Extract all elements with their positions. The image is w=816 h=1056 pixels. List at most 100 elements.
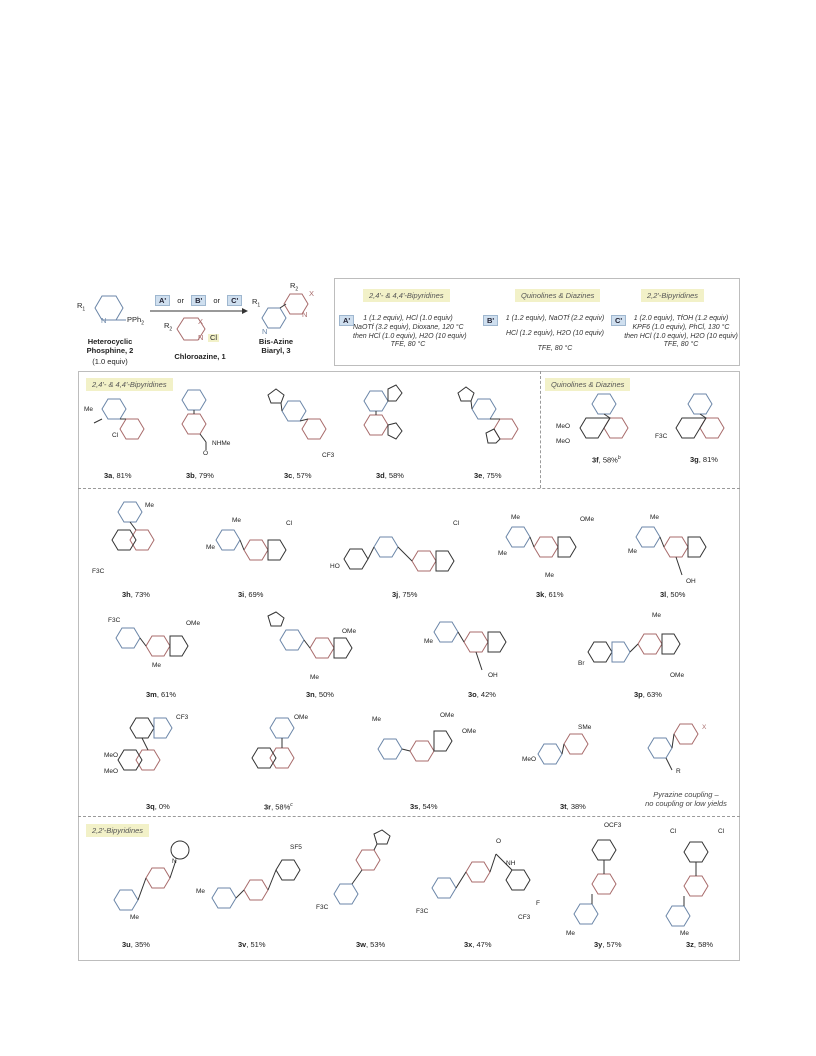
3x-f3c: F3C	[416, 908, 429, 915]
3p-ome: OMe	[670, 672, 685, 679]
structure-3d	[363, 384, 403, 440]
label-3s: 3s, 54%	[410, 802, 438, 811]
divider-vertical	[540, 371, 541, 488]
3f-meo2: MeO	[556, 438, 571, 445]
label-3w: 3w, 53%	[356, 940, 386, 949]
label-3j: 3j, 75%	[392, 590, 418, 599]
section-tag-22-bipyridines: 2,2'-Bipyridines	[86, 824, 150, 837]
structure-3i	[215, 529, 287, 561]
3i-cl: Cl	[286, 520, 293, 527]
cond-key-c: C'	[227, 295, 243, 306]
chloroazine-name: Chloroazine, 1	[174, 352, 226, 361]
chloroazine-x: X	[198, 317, 204, 326]
3a-me: Me	[84, 406, 94, 413]
chloroazine-n: N	[198, 333, 204, 342]
structure-3o	[433, 621, 507, 671]
phosphine-pph2: PPh2	[127, 315, 144, 327]
3q-meo2: MeO	[104, 768, 119, 775]
label-3g: 3g, 81%	[690, 455, 718, 464]
3m-ome: OMe	[186, 620, 201, 627]
cond-a-tag: 2,4'- & 4,4'-Bipyridines	[363, 289, 450, 302]
structure-3p	[587, 633, 681, 663]
3h-f3c: F3C	[92, 568, 105, 575]
structure-3e	[457, 386, 519, 444]
3x-o: O	[496, 838, 502, 845]
label-3v: 3v, 51%	[238, 940, 266, 949]
section-tag-quinolines: Quinolines & Diazines	[545, 378, 631, 391]
phosphine-structure	[94, 295, 126, 321]
product-n2: N	[302, 310, 308, 319]
3x-nh: NH	[506, 860, 516, 867]
3n-ome: OMe	[342, 628, 357, 635]
chloroazine-structure	[176, 317, 206, 341]
3l-me2: Me	[628, 548, 638, 555]
3z-cl1: Cl	[670, 828, 677, 835]
structure-3y	[573, 839, 617, 925]
3k-me3: Me	[545, 572, 555, 579]
structure-3n	[267, 611, 353, 659]
cond-key-a: A'	[155, 295, 171, 306]
product-r2: R2	[290, 281, 299, 293]
structure-3x	[431, 853, 531, 899]
label-3l: 3l, 50%	[660, 590, 686, 599]
3h-me: Me	[145, 502, 155, 509]
3f-meo1: MeO	[556, 423, 571, 430]
structure-3g	[675, 393, 725, 439]
structure-3s	[377, 730, 453, 762]
3t-sme: SMe	[578, 724, 592, 731]
label-3c: 3c, 57%	[284, 471, 312, 480]
3l-me1: Me	[650, 514, 660, 521]
3k-me1: Me	[511, 514, 521, 521]
structure-3z	[665, 841, 709, 927]
phosphine-equiv: (1.0 equiv)	[92, 357, 128, 366]
label-3f: 3f, 58%b	[592, 455, 621, 465]
section-tag-24-bipyridines: 2,4'- & 4,4'-Bipyridines	[86, 378, 173, 391]
label-3m: 3m, 61%	[146, 690, 177, 699]
label-3o: 3o, 42%	[468, 690, 496, 699]
3i-me2: Me	[206, 544, 216, 551]
phosphine-n: N	[101, 316, 107, 325]
3v-sf5: SF5	[290, 844, 302, 851]
3i-me1: Me	[232, 517, 242, 524]
label-3u: 3u, 35%	[122, 940, 150, 949]
3q-meo1: MeO	[104, 752, 119, 759]
label-3b: 3b, 79%	[186, 471, 214, 480]
structure-3f	[579, 393, 629, 439]
phosphine-r1: R1	[77, 301, 86, 313]
3b-o: O	[203, 450, 209, 457]
3k-ome: OMe	[580, 516, 595, 523]
3q-cf3: CF3	[176, 714, 189, 721]
structure-3w	[333, 829, 391, 905]
label-3t: 3t, 38%	[560, 802, 586, 811]
3s-et: Me	[372, 716, 382, 723]
3v-me: Me	[196, 888, 206, 895]
3p-me: Me	[652, 612, 662, 619]
structure-3v	[211, 859, 301, 909]
divider-row2	[78, 816, 740, 817]
structure-3h	[111, 501, 155, 551]
product-n1: N	[262, 327, 268, 336]
3u-n: N	[172, 858, 177, 865]
cond-c-key: C'	[611, 315, 627, 326]
3n-me: Me	[310, 674, 320, 681]
3t-meo: MeO	[522, 756, 537, 763]
structure-3b	[181, 389, 207, 450]
label-3y: 3y, 57%	[594, 940, 622, 949]
structure-3k	[505, 526, 577, 558]
3x-f: F	[536, 900, 540, 907]
3y-ocf3: OCF3	[604, 822, 622, 829]
3o-oh: OH	[488, 672, 498, 679]
structure-3q	[117, 717, 173, 771]
label-3a: 3a, 81%	[104, 471, 132, 480]
cond-c-text: 1 (2.0 equiv), TfOH (1.2 equiv) KPF6 (1.…	[624, 315, 738, 349]
cond-a-key: A'	[339, 315, 355, 326]
3s-ome2: OMe	[462, 728, 477, 735]
pyrazine-r: R	[676, 768, 681, 775]
structure-3r	[251, 717, 295, 769]
3w-f3c: F3C	[316, 904, 329, 911]
chloroazine-r2: R2	[164, 321, 173, 333]
conditions-box: 2,4'- & 4,4'-Bipyridines Quinolines & Di…	[334, 278, 740, 366]
arrow-conditions: A' or B' or C'	[155, 295, 243, 306]
cond-b-key: B'	[483, 315, 499, 326]
cond-a-text: 1 (1.2 equiv), HCl (1.0 equiv) NaOTf (3.…	[353, 315, 467, 349]
